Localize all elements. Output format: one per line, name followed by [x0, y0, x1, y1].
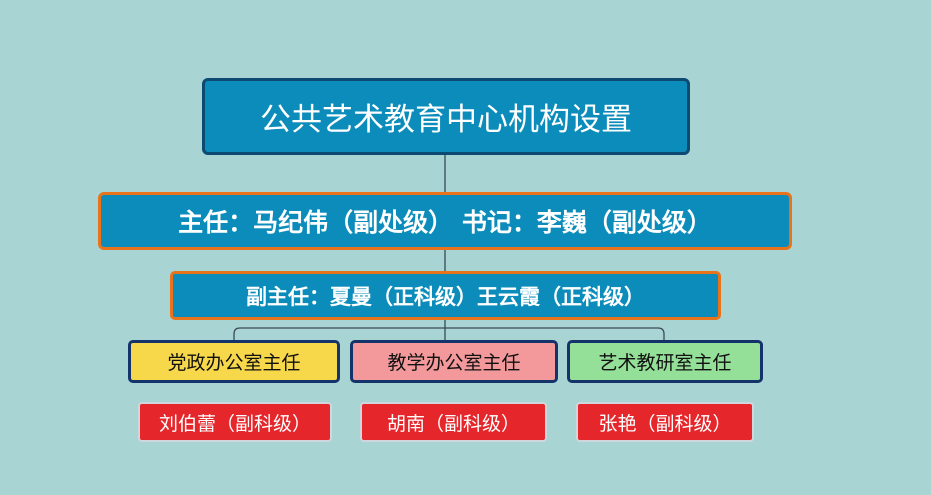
dept-head-hu: 胡南（副科级）	[360, 402, 547, 442]
leaders-box: 主任：马纪伟（副处级） 书记：李巍（副处级）	[98, 192, 792, 250]
deputies-box: 副主任：夏曼（正科级）王云霞（正科级）	[170, 271, 721, 320]
deputies-text: 副主任：夏曼（正科级）王云霞（正科级）	[246, 284, 645, 309]
dept-art-research-office: 艺术教研室主任	[567, 340, 763, 383]
dept-party-admin-office: 党政办公室主任	[128, 340, 340, 383]
dept-teaching-office: 教学办公室主任	[350, 340, 558, 383]
connector-dept-bracket	[233, 327, 665, 340]
person-name: 张艳（副科级）	[598, 412, 732, 435]
chart-title: 公共艺术教育中心机构设置	[202, 78, 690, 155]
dept-head-liu: 刘伯蕾（副科级）	[138, 402, 332, 442]
dept-name: 艺术教研室主任	[598, 352, 732, 374]
dept-head-zhang: 张艳（副科级）	[576, 402, 754, 442]
person-name: 胡南（副科级）	[386, 412, 520, 435]
chart-title-text: 公共艺术教育中心机构设置	[260, 102, 632, 138]
leaders-text: 主任：马纪伟（副处级） 书记：李巍（副处级）	[178, 208, 712, 237]
dept-name: 教学办公室主任	[387, 352, 521, 374]
person-name: 刘伯蕾（副科级）	[158, 412, 311, 435]
dept-name: 党政办公室主任	[167, 352, 301, 374]
